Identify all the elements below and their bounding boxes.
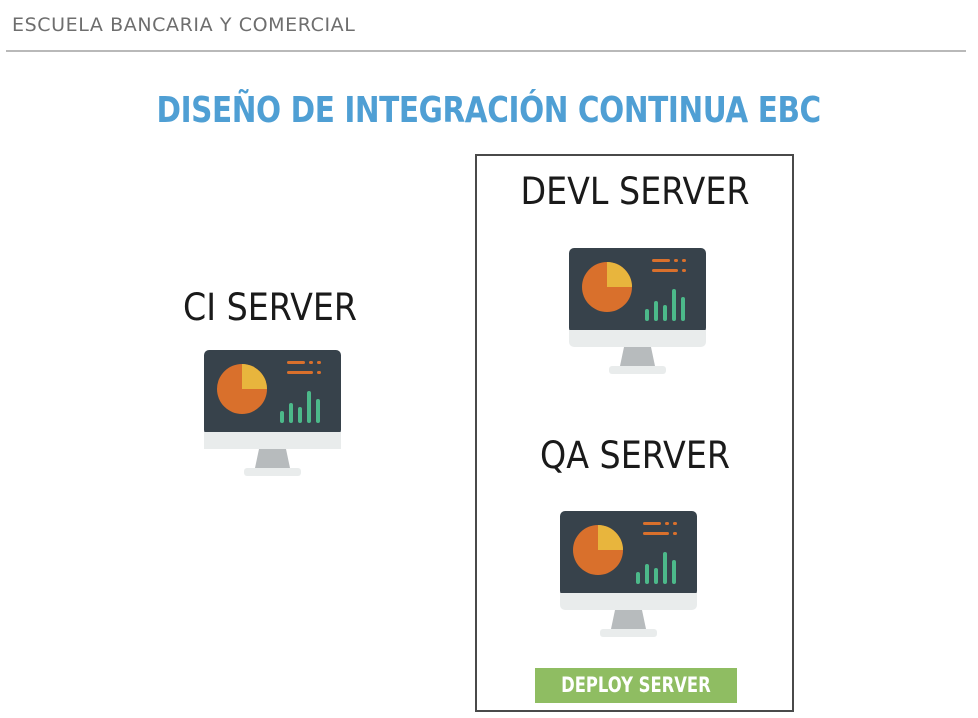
- deploy-server-button-label: DEPLOY SERVER: [561, 673, 711, 697]
- environments-group-box: [475, 154, 794, 712]
- devl-server-monitor-icon: [569, 248, 706, 374]
- qa-server-monitor-icon: [560, 511, 697, 637]
- header-divider: [6, 50, 966, 52]
- ci-server-label: CI SERVER: [182, 286, 358, 329]
- deploy-server-button[interactable]: DEPLOY SERVER: [535, 668, 737, 703]
- ci-server-monitor-icon: [204, 350, 341, 476]
- qa-server-label: QA SERVER: [539, 434, 731, 477]
- page-title: DISEÑO DE INTEGRACIÓN CONTINUA EBC: [156, 90, 821, 131]
- organization-name: ESCUELA BANCARIA Y COMERCIAL: [12, 14, 356, 36]
- devl-server-label: DEVL SERVER: [520, 170, 750, 213]
